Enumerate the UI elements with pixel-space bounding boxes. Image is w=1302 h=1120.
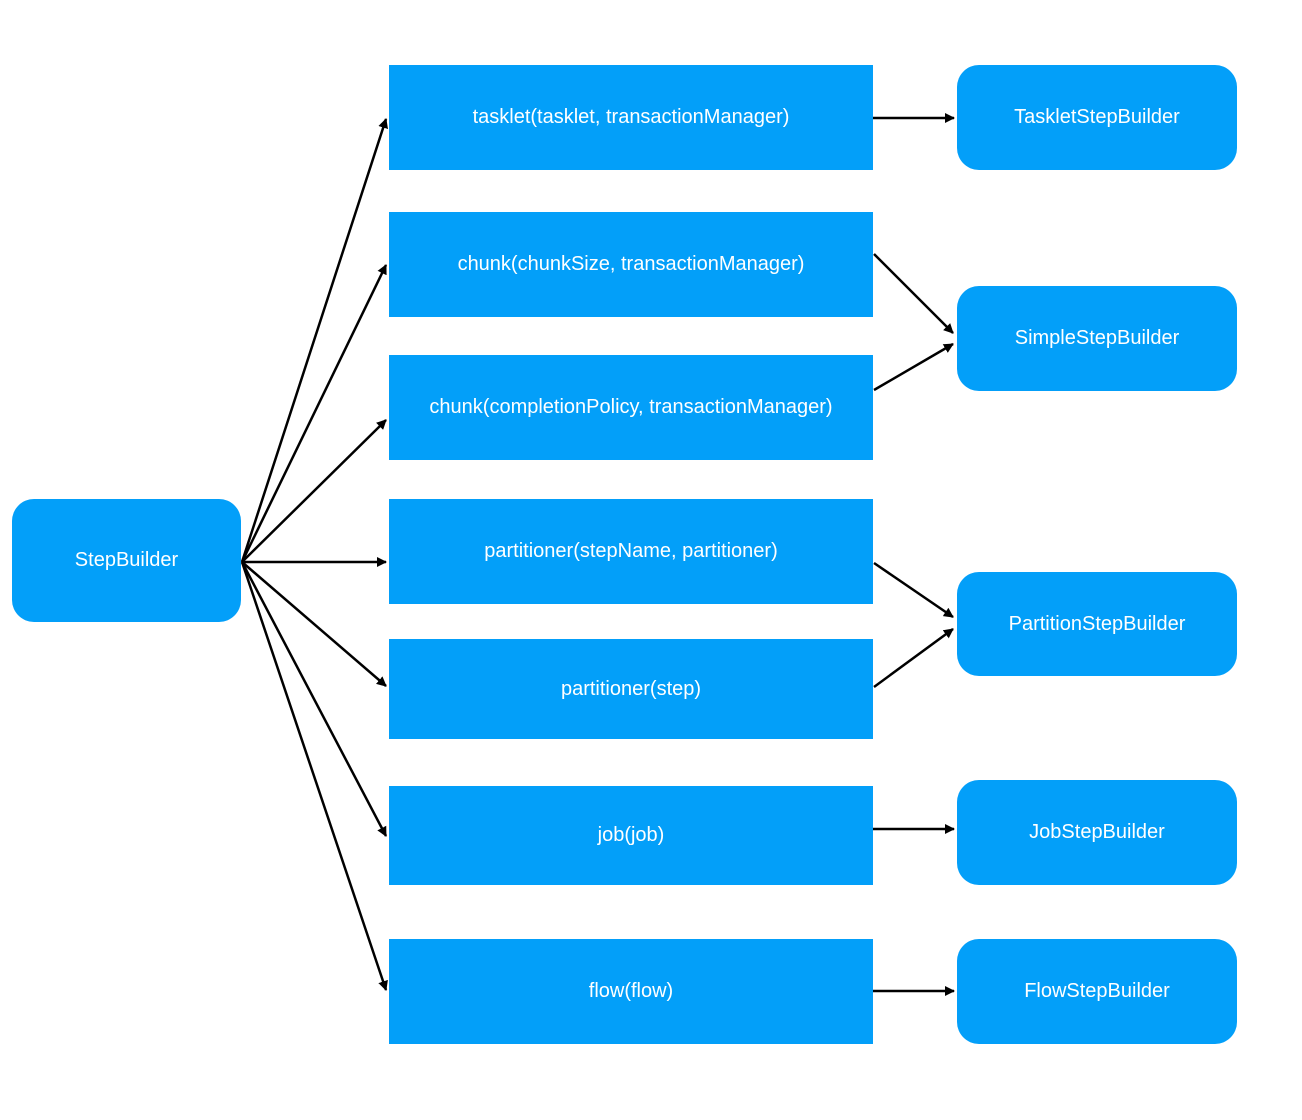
edge-partitioner-step-partitionstepbuilder — [873, 627, 954, 689]
stepbuilder-node[interactable]: StepBuilder — [12, 499, 241, 622]
stepbuilder-label: StepBuilder — [74, 549, 179, 571]
method-job-label: job(job) — [597, 824, 665, 846]
builder-simple-label: SimpleStepBuilder — [1014, 327, 1180, 349]
edge-stepbuilder-tasklet — [240, 118, 388, 563]
method-chunk-policy-label: chunk(completionPolicy, transactionManag… — [429, 396, 833, 418]
builder-partition-label: PartitionStepBuilder — [1008, 612, 1186, 635]
edge-stepbuilder-partitioner-step — [241, 561, 387, 687]
edge-stepbuilder-chunk-policy — [241, 419, 387, 563]
builder-flow-label: FlowStepBuilder — [1024, 980, 1170, 1002]
edge-stepbuilder-job — [240, 561, 388, 837]
builder-flow-node[interactable]: FlowStepBuilder — [957, 939, 1237, 1044]
method-flow-node[interactable]: flow(flow) — [389, 939, 873, 1044]
method-chunk-size-node[interactable]: chunk(chunkSize, transactionManager) — [389, 212, 873, 317]
method-chunk-policy-node[interactable]: chunk(completionPolicy, transactionManag… — [389, 355, 873, 460]
method-tasklet-node[interactable]: tasklet(tasklet, transactionManager) — [389, 65, 873, 170]
builder-simple-node[interactable]: SimpleStepBuilder — [957, 286, 1237, 391]
edge-chunk-policy-simplestepbuilder — [873, 342, 954, 392]
method-job-node[interactable]: job(job) — [389, 786, 873, 885]
method-flow-label: flow(flow) — [588, 980, 674, 1002]
edge-stepbuilder-chunk-size — [240, 264, 388, 563]
builder-tasklet-node[interactable]: TaskletStepBuilder — [957, 65, 1237, 170]
method-chunk-size-label: chunk(chunkSize, transactionManager) — [457, 253, 805, 275]
builder-job-label: JobStepBuilder — [1029, 821, 1165, 843]
method-partitioner-step-label: partitioner(step) — [560, 677, 702, 700]
method-partitioner-step-node[interactable]: partitioner(step) — [389, 639, 873, 739]
edge-partitioner-name-partitionstepbuilder — [873, 561, 954, 619]
builder-partition-node[interactable]: PartitionStepBuilder — [957, 572, 1237, 676]
builder-tasklet-label: TaskletStepBuilder — [1014, 106, 1180, 128]
method-partitioner-name-label: partitioner(stepName, partitioner) — [484, 540, 778, 562]
edge-stepbuilder-flow — [240, 561, 388, 991]
method-partitioner-name-node[interactable]: partitioner(stepName, partitioner) — [389, 499, 873, 604]
builder-job-node[interactable]: JobStepBuilder — [957, 780, 1237, 885]
edge-chunk-size-simplestepbuilder — [873, 253, 954, 334]
method-tasklet-label: tasklet(tasklet, transactionManager) — [472, 106, 790, 128]
